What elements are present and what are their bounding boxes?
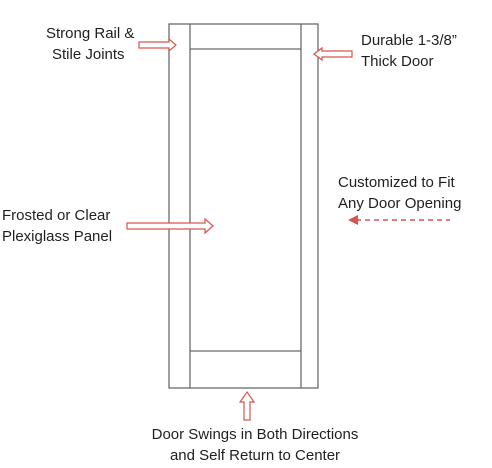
swing-line1: Door Swings in Both Directions	[151, 426, 359, 443]
rail-joints-arrow	[138, 37, 177, 53]
panel-line2: Plexiglass Panel	[2, 228, 113, 245]
thick-door-line1: Durable 1-3/8”	[361, 32, 457, 49]
panel-line1: Frosted or Clear	[2, 207, 111, 224]
customized-line2: Any Door Opening	[338, 195, 462, 212]
swing-label: Door Swings in Both Directions and Self …	[136, 424, 374, 466]
customized-label: Customized to Fit Any Door Opening	[338, 172, 461, 214]
customized-dashed-arrow	[348, 215, 450, 225]
thick-door-label: Durable 1-3/8” Thick Door	[361, 30, 457, 72]
door	[168, 23, 319, 389]
rail-joints-label: Strong Rail & Stile Joints	[46, 23, 134, 65]
rail-joints-line2: Stile Joints	[52, 46, 125, 63]
thick-door-arrow	[313, 46, 353, 62]
rail-joints-line1: Strong Rail &	[46, 25, 135, 42]
panel-label: Frosted or Clear Plexiglass Panel	[2, 205, 112, 247]
customized-line1: Customized to Fit	[338, 174, 455, 191]
thick-door-line2: Thick Door	[361, 53, 434, 70]
swing-line2: and Self Return to Center	[169, 447, 341, 464]
panel-arrow	[126, 217, 214, 235]
swing-arrow	[238, 390, 256, 421]
door-outer-frame	[168, 23, 319, 389]
